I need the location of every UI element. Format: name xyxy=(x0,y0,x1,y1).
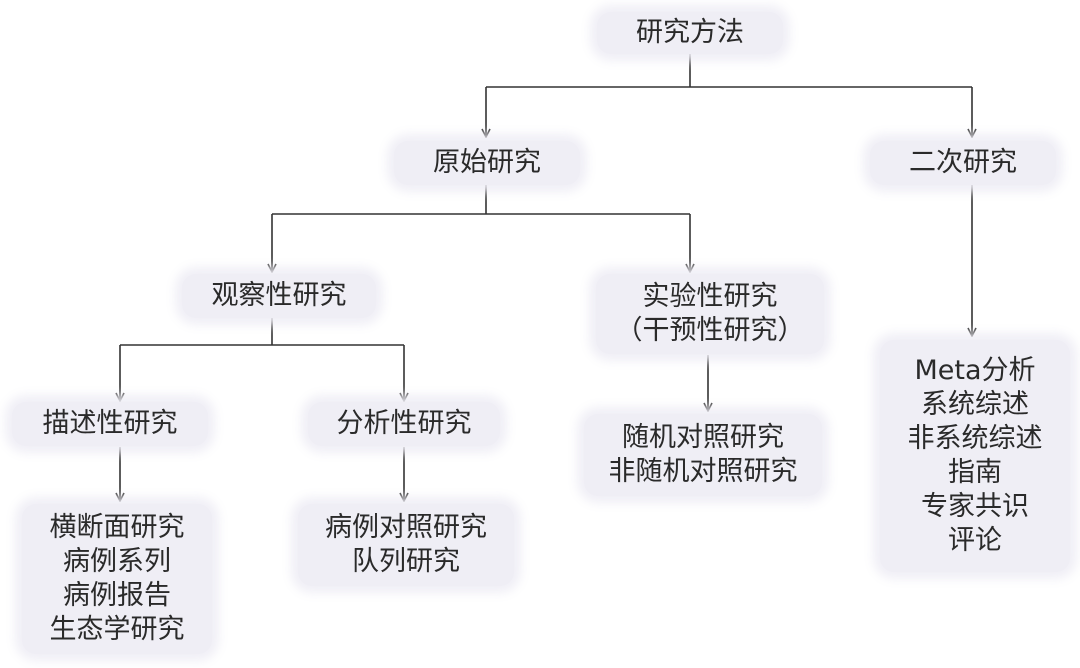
node-label-line: 随机对照研究 xyxy=(622,422,784,453)
node-secondary-types: Meta分析系统综述非系统综述指南专家共识评论 xyxy=(880,340,1070,572)
node-label-line: 病例对照研究 xyxy=(325,512,487,543)
node-label-line: Meta分析 xyxy=(914,355,1036,386)
node-label-line: 横断面研究 xyxy=(49,512,185,543)
node-label-line: 非随机对照研究 xyxy=(608,456,798,487)
node-label-line: 生态学研究 xyxy=(49,614,185,645)
node-secondary-research: 二次研究 xyxy=(870,141,1056,185)
node-label-line: 病例报告 xyxy=(63,580,171,611)
node-label-line: 实验性研究 xyxy=(642,281,778,312)
node-experimental-research: 实验性研究（干预性研究） xyxy=(596,274,824,354)
node-descriptive-types: 横断面研究病例系列病例报告生态学研究 xyxy=(22,504,212,654)
node-label-line: 队列研究 xyxy=(352,546,460,577)
node-label-line: 病例系列 xyxy=(63,546,171,577)
node-label-line: 二次研究 xyxy=(909,147,1017,178)
node-label-line: 系统综述 xyxy=(921,389,1029,420)
node-observational-research: 观察性研究 xyxy=(182,274,376,318)
node-label-line: 分析性研究 xyxy=(336,408,472,439)
node-label-line: 专家共识 xyxy=(921,491,1029,522)
node-research-methods: 研究方法 xyxy=(597,12,783,54)
node-descriptive-research: 描述性研究 xyxy=(12,402,208,446)
node-analytical-types: 病例对照研究队列研究 xyxy=(298,504,514,586)
node-label-line: 原始研究 xyxy=(433,147,541,178)
edge-original-split xyxy=(272,185,690,215)
edge-observational-split xyxy=(120,318,404,346)
node-label-line: 指南 xyxy=(948,457,1002,488)
node-label-line: 研究方法 xyxy=(636,17,744,48)
node-label-line: 观察性研究 xyxy=(211,280,347,311)
node-label-line: 评论 xyxy=(948,525,1002,556)
edge-root-split xyxy=(486,52,972,88)
node-label-line: （干预性研究） xyxy=(615,315,805,346)
node-experimental-types: 随机对照研究非随机对照研究 xyxy=(584,414,822,496)
node-label-line: 描述性研究 xyxy=(42,408,178,439)
node-original-research: 原始研究 xyxy=(394,141,580,185)
node-label-line: 非系统综述 xyxy=(907,423,1043,454)
node-analytical-research: 分析性研究 xyxy=(308,402,500,446)
